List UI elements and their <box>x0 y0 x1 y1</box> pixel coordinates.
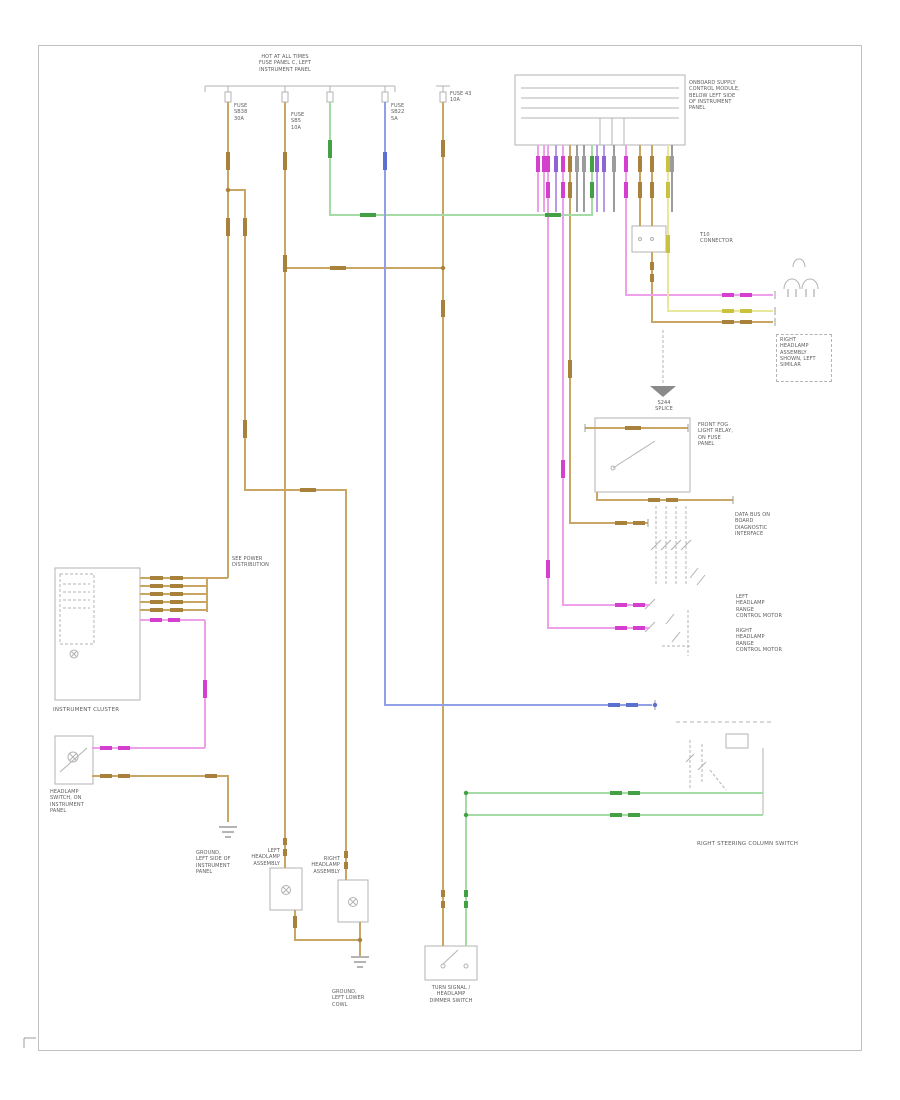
label-t10-connector: T10 CONNECTOR <box>700 232 733 245</box>
hot-feed-note: HOT AT ALL TIMES FUSE PANEL C, LEFT INST… <box>258 54 312 73</box>
label-headlamp-switch: HEADLAMP SWITCH, ON INSTRUMENT PANEL <box>50 789 84 814</box>
range-motor-connectors <box>644 598 690 656</box>
headlamp-note-box: RIGHT HEADLAMP ASSEMBLY SHOWN, LEFT SIMI… <box>776 334 832 382</box>
label-range-motor-left: LEFT HEADLAMP RANGE CONTROL MOTOR <box>736 594 783 619</box>
dimmer-switch-box <box>424 945 478 981</box>
connector-marks <box>100 140 752 928</box>
headlamp-bulb-symbol <box>774 258 819 326</box>
steering-column-switch <box>676 721 772 815</box>
diagnostic-connector-bank <box>569 145 706 586</box>
splice-symbol <box>650 330 676 397</box>
ground-symbol-left <box>219 826 237 838</box>
label-onboard-supply-module: ONBOARD SUPPLY CONTROL MODULE, BELOW LEF… <box>689 80 740 111</box>
label-headlamp-left: LEFT HEADLAMP ASSEMBLY <box>251 848 280 867</box>
headlamp-switch-box <box>54 735 94 785</box>
label-steering-column-switch: RIGHT STEERING COLUMN SWITCH <box>697 841 799 847</box>
label-dimmer-switch: TURN SIGNAL / HEADLAMP DIMMER SWITCH <box>429 985 473 1004</box>
label-cluster-note: SEE POWER DISTRIBUTION <box>232 556 269 569</box>
label-splice: S244 SPLICE <box>655 400 673 413</box>
label-headlamp-right: RIGHT HEADLAMP ASSEMBLY <box>311 856 340 875</box>
ground-symbol-lower <box>351 956 369 968</box>
label-range-motor-right: RIGHT HEADLAMP RANGE CONTROL MOTOR <box>736 628 783 653</box>
label-diagnostic-interface: DATA BUS ON BOARD DIAGNOSTIC INTERFACE <box>735 512 771 537</box>
label-fuse-43: FUSE 43 10A <box>450 91 472 104</box>
wires <box>92 102 773 956</box>
label-fuse-38: FUSE SB38 30A <box>234 103 248 122</box>
label-fuse-22: FUSE SB22 5A <box>391 103 405 122</box>
fuse-panel <box>204 85 450 103</box>
headlamp-left-box <box>269 867 303 911</box>
junction-dots <box>225 187 658 943</box>
onboard-supply-control-module <box>514 74 686 146</box>
label-fog-relay: FRONT FOG LIGHT RELAY, ON FUSE PANEL <box>698 422 733 447</box>
label-instrument-cluster: INSTRUMENT CLUSTER <box>53 707 120 713</box>
label-headlamp-note: RIGHT HEADLAMP ASSEMBLY SHOWN, LEFT SIMI… <box>780 337 816 368</box>
instrument-cluster-box <box>54 567 141 701</box>
label-fuse-5: FUSE SB5 10A <box>291 112 305 131</box>
label-ground-lower: GROUND, LEFT LOWER COWL <box>332 989 365 1008</box>
corner-tick <box>23 1037 36 1048</box>
headlamp-right-box <box>337 879 369 923</box>
label-ground-left: GROUND, LEFT SIDE OF INSTRUMENT PANEL <box>196 850 231 875</box>
page-border <box>38 45 862 1051</box>
